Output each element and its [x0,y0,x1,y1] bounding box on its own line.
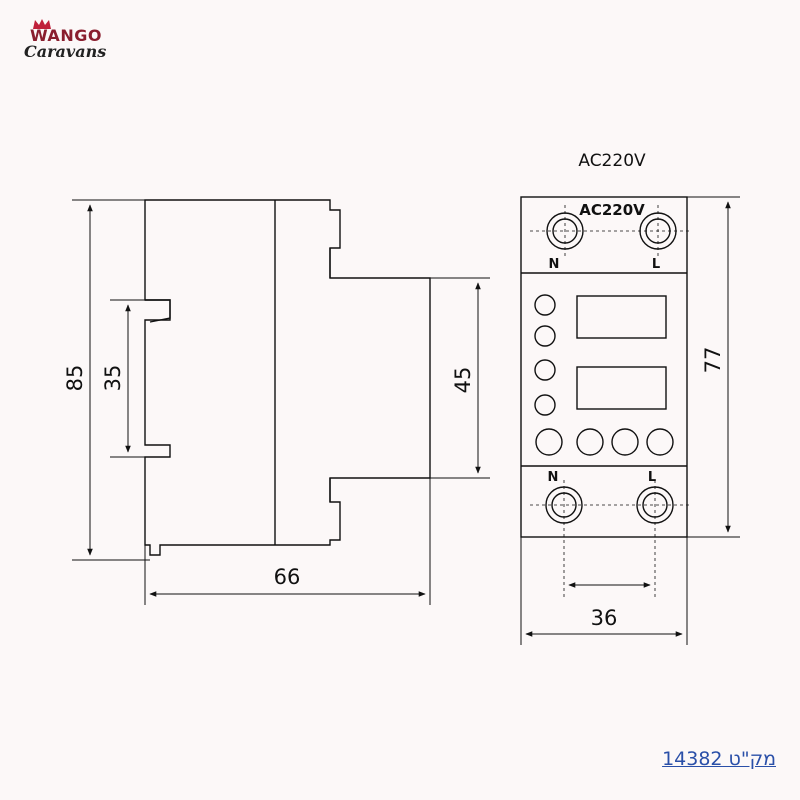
terminal-top-l-label: L [652,257,660,272]
crown-icon [33,19,51,29]
front-dimensions [520,196,740,645]
display-voltage [576,295,667,339]
dim-label-66: 66 [274,565,301,589]
led-3 [534,359,556,381]
terminal-bottom-l-label: L [648,470,656,485]
dim-label-36: 36 [591,606,618,630]
dim-label-77: 77 [701,347,725,374]
dim-label-35: 35 [101,365,125,392]
side-body-outline [144,199,431,556]
side-dimensions [72,199,490,605]
display-current [576,366,667,410]
led-2 [534,325,556,347]
front-body-outline [520,196,688,538]
button-3 [611,428,639,456]
terminal-bottom-n-label: N [548,470,559,485]
rail-hook-upper [145,299,171,323]
button-2 [576,428,604,456]
product-code-link[interactable]: מק"ט 14382 [662,748,776,770]
brand-logo: WANGO Caravans [24,18,154,68]
dim-label-45: 45 [451,367,475,394]
front-panel-label: AC220V [579,201,645,219]
front-view [520,196,690,600]
led-4 [534,394,556,416]
brand-name-bottom: Caravans [24,42,107,61]
terminal-top-n-label: N [549,257,560,272]
side-view [144,199,431,556]
button-1 [535,428,563,456]
front-title-label: AC220V [578,151,646,171]
dim-label-85: 85 [63,365,87,392]
led-1 [534,294,556,316]
button-4 [646,428,674,456]
brand-name-top: WANGO [30,26,102,45]
